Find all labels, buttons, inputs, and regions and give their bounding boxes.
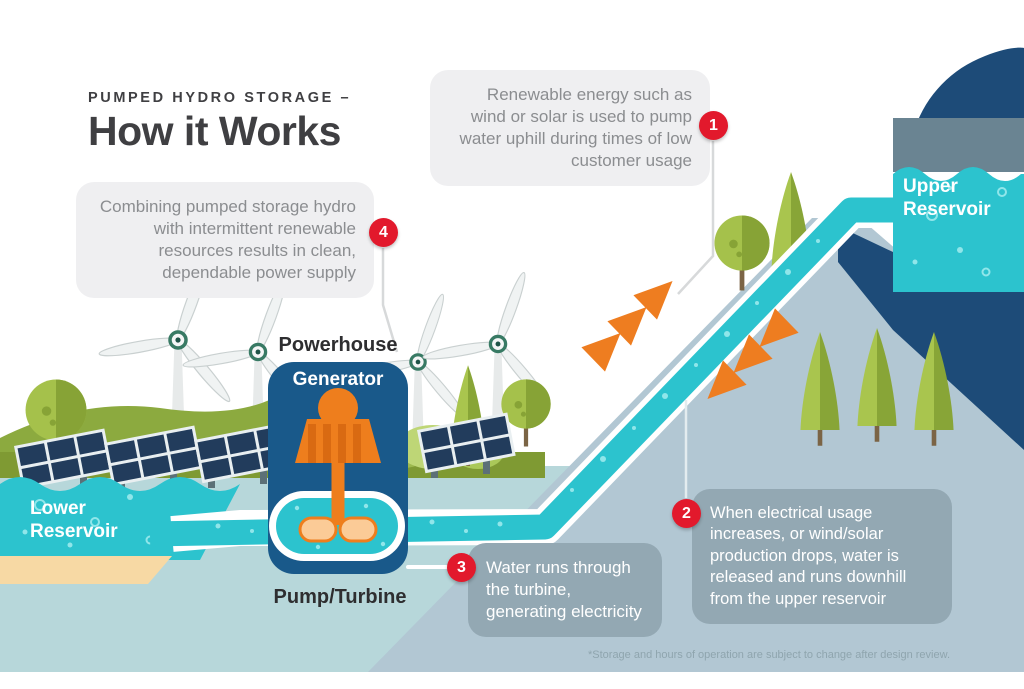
callout-2-box: When electrical usage increases, or wind…: [692, 489, 952, 625]
callout-3-text: Water runs through the turbine, generati…: [486, 558, 642, 622]
upper-reservoir-bubbles: [912, 186, 1007, 277]
footnote: *Storage and hours of operation are subj…: [587, 649, 950, 661]
page-title: How it Works: [88, 108, 341, 154]
callout-4-box: Combining pumped storage hydro with inte…: [76, 182, 374, 299]
callout-2-text: When electrical usage increases, or wind…: [710, 504, 907, 608]
title-block: PUMPED HYDRO STORAGE – How it Works: [88, 90, 351, 155]
callout-2-badge: 2: [672, 499, 701, 528]
callout-3-box: Water runs through the turbine, generati…: [468, 543, 662, 638]
callout-4-number: 4: [379, 223, 388, 241]
callout-2-number: 2: [682, 504, 691, 522]
pump-turbine-icon: [298, 516, 378, 543]
pump-turbine-label: Pump/Turbine: [273, 586, 407, 608]
generator-icon: [295, 388, 381, 525]
upper-reservoir-label: Upper Reservoir: [903, 176, 991, 220]
callout-4-text: Combining pumped storage hydro with inte…: [99, 197, 356, 283]
hillside-trees: [800, 328, 954, 446]
callout-1-box: Renewable energy such as wind or solar i…: [430, 70, 710, 187]
chamber-bubbles: [294, 503, 386, 550]
callout-4-badge: 4: [369, 218, 398, 247]
callout-3-number: 3: [457, 558, 466, 576]
generator-label: Generator: [292, 369, 384, 390]
pipe-bubbles: [215, 239, 820, 533]
lower-reservoir-label: Lower Reservoir: [30, 498, 118, 542]
callout-3-badge: 3: [447, 553, 476, 582]
callout-connectors: [381, 141, 715, 569]
dam-wall: [838, 226, 1024, 450]
lower-reservoir-bubbles: [22, 494, 155, 548]
callout-1-number: 1: [709, 116, 718, 134]
flow-arrows-uphill: [581, 268, 685, 372]
callout-1-text: Renewable energy such as wind or solar i…: [459, 85, 692, 171]
callout-1-badge: 1: [699, 111, 728, 140]
upper-reservoir-water: [893, 167, 1024, 292]
sand-bank: [0, 556, 172, 584]
title-kicker: PUMPED HYDRO STORAGE –: [88, 90, 352, 106]
powerhouse-label: Powerhouse: [278, 334, 398, 356]
reservoir-wall: [893, 118, 1024, 172]
